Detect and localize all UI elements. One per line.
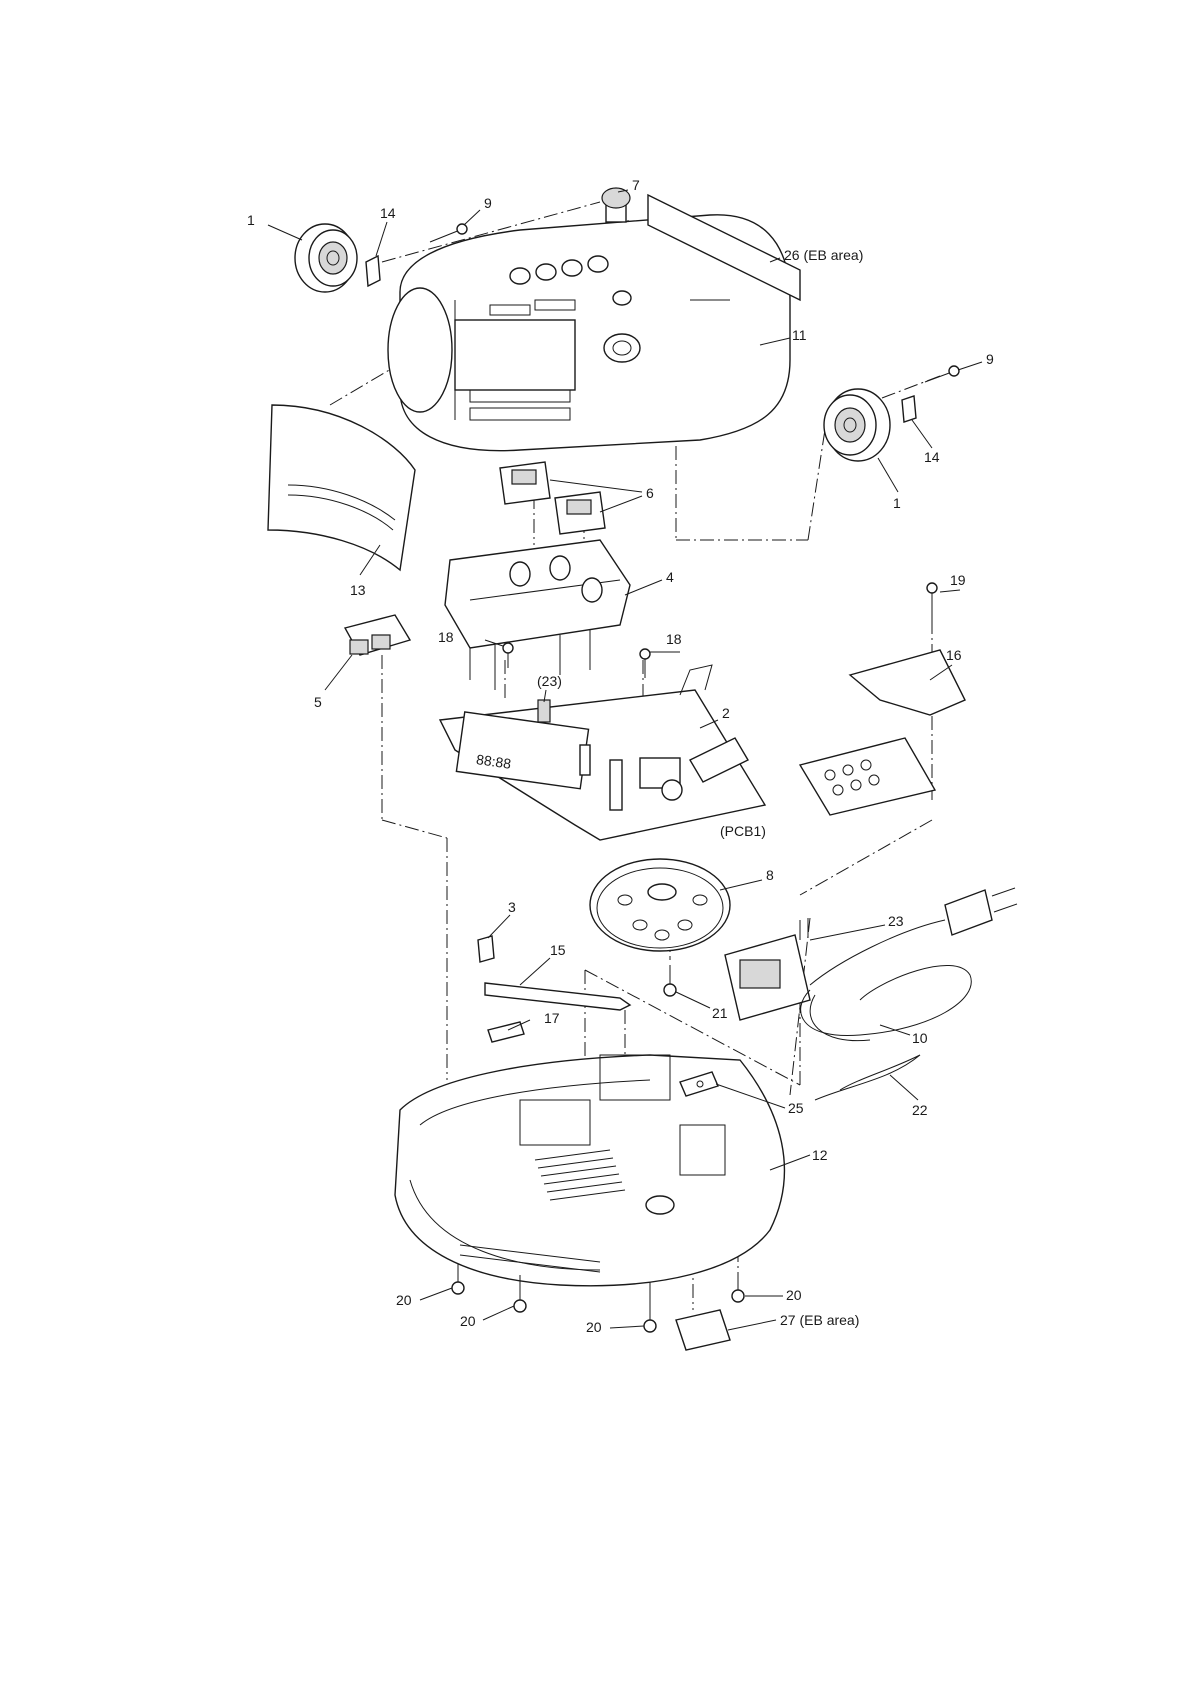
button-assembly <box>500 462 605 534</box>
screw-icon <box>430 224 467 242</box>
label-part-26: 26 (EB area) <box>784 247 863 263</box>
metal-bracket <box>800 650 965 815</box>
knob-icon <box>602 188 630 222</box>
label-part-27: 27 (EB area) <box>780 1312 859 1328</box>
speaker-clip <box>902 396 916 422</box>
label-part-1-right: 1 <box>893 495 901 511</box>
speaker-clip <box>366 256 380 286</box>
front-panel <box>268 405 415 570</box>
antenna-wire <box>815 1055 920 1100</box>
label-part-11: 11 <box>792 327 807 343</box>
label-part-13: 13 <box>350 582 366 598</box>
power-cord <box>801 920 972 1041</box>
label-part-14: 14 <box>380 205 396 221</box>
label-part-7: 7 <box>632 177 640 193</box>
connector-23 <box>538 700 550 722</box>
label-part-19: 19 <box>950 572 966 588</box>
bottom-cabinet <box>395 1055 784 1286</box>
label-part-20-d: 20 <box>786 1287 802 1303</box>
label-part-3: 3 <box>508 899 516 915</box>
label-part-14-right: 14 <box>924 449 940 465</box>
label-part-8: 8 <box>766 867 774 883</box>
screw-icon <box>732 1278 744 1302</box>
button-holder <box>445 540 630 690</box>
label-part-17: 17 <box>544 1010 560 1026</box>
clip-3 <box>478 936 494 962</box>
label-part-9-right: 9 <box>986 351 994 367</box>
label-part-18-right: 18 <box>666 631 682 647</box>
label-part-12: 12 <box>812 1147 828 1163</box>
screw-icon <box>925 366 959 382</box>
transformer-icon <box>725 918 810 1020</box>
label-part-21: 21 <box>712 1005 728 1021</box>
label-27 <box>676 1310 730 1350</box>
label-part-25: 25 <box>788 1100 804 1116</box>
label-part-1: 1 <box>247 212 255 228</box>
power-plug-icon <box>945 888 1017 935</box>
screw-icon <box>452 1265 464 1294</box>
speaker-icon <box>295 224 357 292</box>
main-pcb: 88:88 <box>440 665 765 840</box>
slide-switch <box>345 615 410 655</box>
label-pcb1: (PCB1) <box>720 823 766 839</box>
screw-icon <box>644 1285 656 1332</box>
label-part-22: 22 <box>912 1102 928 1118</box>
wire-15 <box>485 983 630 1010</box>
label-part-20-b: 20 <box>460 1313 476 1329</box>
label-part-20-c: 20 <box>586 1319 602 1335</box>
screw-icon <box>927 583 937 630</box>
label-part-20-a: 20 <box>396 1292 412 1308</box>
speaker-icon <box>824 389 890 461</box>
label-part-23: 23 <box>888 913 904 929</box>
label-part-2: 2 <box>722 705 730 721</box>
label-part-16: 16 <box>946 647 962 663</box>
label-part-9: 9 <box>484 195 492 211</box>
gear-wheel-icon <box>590 859 730 951</box>
screw-icon <box>640 649 650 678</box>
label-part-10: 10 <box>912 1030 928 1046</box>
label-part-4: 4 <box>666 569 674 585</box>
screw-icon <box>664 965 676 996</box>
label-part-23-connector: (23) <box>537 673 562 689</box>
label-part-5: 5 <box>314 694 322 710</box>
label-part-6: 6 <box>646 485 654 501</box>
label-part-15: 15 <box>550 942 566 958</box>
label-part-18: 18 <box>438 629 454 645</box>
